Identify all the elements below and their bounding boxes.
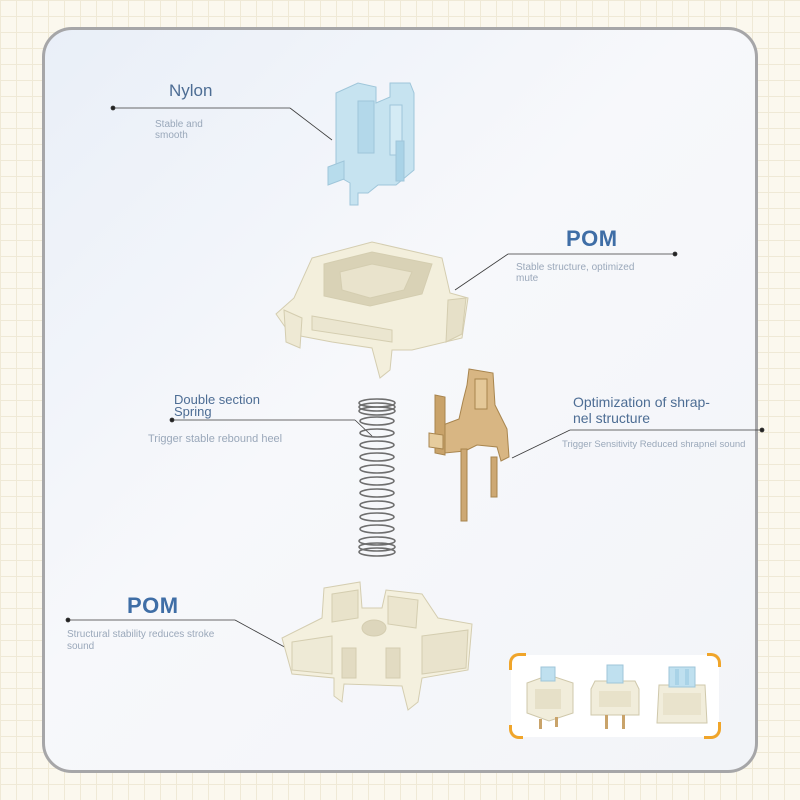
bottom-housing-desc-line2: sound — [67, 641, 95, 652]
spring-title-line2: Spring — [174, 404, 212, 419]
nylon-desc-line2: smooth — [155, 130, 188, 141]
bottom-housing-illustration — [281, 581, 473, 711]
spring-illustration — [358, 398, 396, 557]
nylon-title: Nylon — [169, 81, 213, 100]
top-housing-desc-line1: Stable structure, optimized — [516, 262, 635, 273]
switch-thumbnail-angled — [526, 666, 574, 729]
shrapnel-illustration — [428, 368, 510, 522]
top-housing-desc-line2: mute — [516, 273, 539, 284]
assembled-switch-thumbnails — [509, 653, 721, 739]
spring-desc: Trigger stable rebound heel — [148, 433, 283, 445]
stem-illustration — [327, 82, 415, 206]
top-housing-illustration — [275, 241, 469, 379]
shrapnel-desc: Trigger Sensitivity Reduced shrapnel sou… — [562, 439, 746, 450]
spring-title-line1: Double section — [174, 392, 260, 407]
switch-thumbnail-front — [590, 664, 640, 729]
shrapnel-title-line2: nel structure — [573, 410, 651, 426]
nylon-desc-line1: Stable and — [155, 119, 203, 130]
top-housing-title: POM — [566, 226, 618, 251]
bottom-housing-desc-line1: Structural stability reduces stroke — [67, 629, 215, 640]
switch-thumbnail-side — [656, 666, 708, 724]
shrapnel-title-line1: Optimization of shrap- — [573, 394, 710, 410]
bottom-housing-title: POM — [127, 593, 179, 618]
